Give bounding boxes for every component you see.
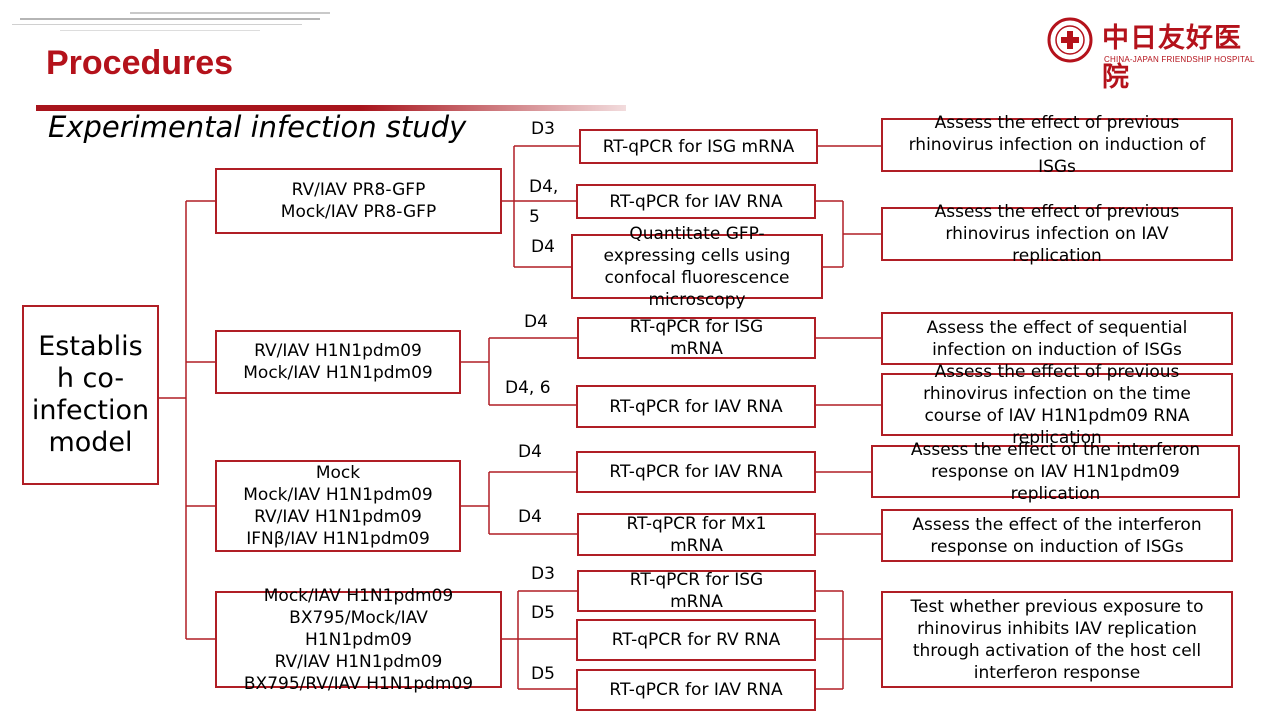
outcome-label: Assess the effect of the interferon resp… bbox=[910, 439, 1201, 504]
assay-node: RT-qPCR for Mx1 mRNA bbox=[577, 513, 816, 556]
group-label: Mock Mock/IAV H1N1pdm09 RV/IAV H1N1pdm09… bbox=[243, 463, 433, 549]
outcome-label: Assess the effect of previous rhinovirus… bbox=[908, 113, 1206, 177]
day-label: D4 bbox=[524, 312, 548, 332]
assay-label: RT-qPCR for IAV RNA bbox=[609, 680, 783, 700]
group-node: RV/IAV H1N1pdm09 Mock/IAV H1N1pdm09 bbox=[215, 330, 461, 394]
assay-label: RT-qPCR for IAV RNA bbox=[609, 462, 783, 482]
day-label: D3 bbox=[531, 564, 555, 584]
assay-label: RT-qPCR for IAV RNA bbox=[609, 396, 783, 417]
hospital-logo: 中日友好医院 CHINA-JAPAN FRIENDSHIP HOSPITAL bbox=[1046, 16, 1256, 93]
group-node: RV/IAV PR8-GFP Mock/IAV PR8-GFP bbox=[215, 168, 502, 234]
assay-label: RT-qPCR for ISG mRNA bbox=[629, 570, 764, 612]
hospital-name-chinese: 中日友好医院 bbox=[1102, 23, 1242, 93]
assay-node: Quantitate GFP- expressing cells using c… bbox=[571, 224, 823, 310]
outcome-node: Assess the effect of previous rhinovirus… bbox=[881, 202, 1233, 266]
decor-line-top-2 bbox=[20, 18, 320, 20]
outcome-node: Assess the effect of the interferon resp… bbox=[871, 440, 1240, 504]
assay-label: Quantitate GFP- expressing cells using c… bbox=[603, 223, 791, 310]
assay-node: RT-qPCR for ISG mRNA bbox=[577, 570, 816, 612]
assay-label: RT-qPCR for RV RNA bbox=[611, 630, 781, 650]
group-label: RV/IAV PR8-GFP Mock/IAV PR8-GFP bbox=[280, 180, 437, 222]
outcome-node: Assess the effect of previous rhinovirus… bbox=[881, 113, 1233, 177]
hospital-emblem-icon bbox=[1047, 17, 1093, 63]
assay-label: RT-qPCR for Mx1 mRNA bbox=[626, 513, 767, 556]
decor-line-top-3 bbox=[12, 24, 302, 25]
group-node: Mock Mock/IAV H1N1pdm09 RV/IAV H1N1pdm09… bbox=[215, 460, 461, 552]
hospital-name-english: CHINA-JAPAN FRIENDSHIP HOSPITAL bbox=[1104, 55, 1255, 64]
day-label: D4 bbox=[518, 507, 542, 527]
outcome-label: Assess the effect of sequential infectio… bbox=[926, 317, 1188, 360]
slide-title: Procedures bbox=[46, 44, 234, 82]
day-label: D5 bbox=[531, 664, 555, 684]
root-node: Establis h co- infection model bbox=[22, 305, 159, 485]
outcome-label: Assess the effect of the interferon resp… bbox=[912, 514, 1202, 557]
assay-label: RT-qPCR for IAV RNA bbox=[609, 191, 783, 212]
group-label: Mock/IAV H1N1pdm09 BX795/Mock/IAV H1N1pd… bbox=[243, 585, 474, 694]
title-underline-bar bbox=[36, 105, 626, 111]
day-label: D4, 6 bbox=[505, 378, 551, 398]
outcome-label: Test whether previous exposure to rhinov… bbox=[910, 596, 1204, 683]
day-label: D4 bbox=[531, 237, 555, 257]
assay-node: RT-qPCR for RV RNA bbox=[576, 619, 816, 661]
day-label: D4, 5 bbox=[529, 177, 559, 227]
outcome-label: Assess the effect of previous rhinovirus… bbox=[934, 202, 1180, 266]
assay-node: RT-qPCR for IAV RNA bbox=[576, 669, 816, 711]
group-node: Mock/IAV H1N1pdm09 BX795/Mock/IAV H1N1pd… bbox=[215, 586, 502, 694]
group-label: RV/IAV H1N1pdm09 Mock/IAV H1N1pdm09 bbox=[243, 341, 433, 383]
outcome-node: Assess the effect of the interferon resp… bbox=[881, 509, 1233, 562]
decor-line-top-1 bbox=[130, 12, 330, 14]
outcome-label: Assess the effect of previous rhinovirus… bbox=[923, 361, 1191, 448]
assay-node: RT-qPCR for ISG mRNA bbox=[577, 317, 816, 359]
day-label: D5 bbox=[531, 603, 555, 623]
outcome-node: Assess the effect of sequential infectio… bbox=[881, 312, 1233, 365]
assay-node: RT-qPCR for ISG mRNA bbox=[579, 129, 818, 164]
day-label: D4 bbox=[518, 442, 542, 462]
day-label: D3 bbox=[531, 119, 555, 139]
assay-node: RT-qPCR for IAV RNA bbox=[576, 451, 816, 493]
assay-node: RT-qPCR for IAV RNA bbox=[576, 385, 816, 428]
slide-subtitle: Experimental infection study bbox=[48, 110, 467, 144]
outcome-node: Assess the effect of previous rhinovirus… bbox=[881, 362, 1233, 448]
decor-line-top-4 bbox=[60, 30, 260, 31]
assay-label: RT-qPCR for ISG mRNA bbox=[629, 317, 764, 359]
outcome-node: Test whether previous exposure to rhinov… bbox=[881, 591, 1233, 688]
assay-node: RT-qPCR for IAV RNA bbox=[576, 184, 816, 219]
assay-label: RT-qPCR for ISG mRNA bbox=[602, 136, 795, 157]
root-label: Establis h co- infection model bbox=[31, 331, 150, 458]
